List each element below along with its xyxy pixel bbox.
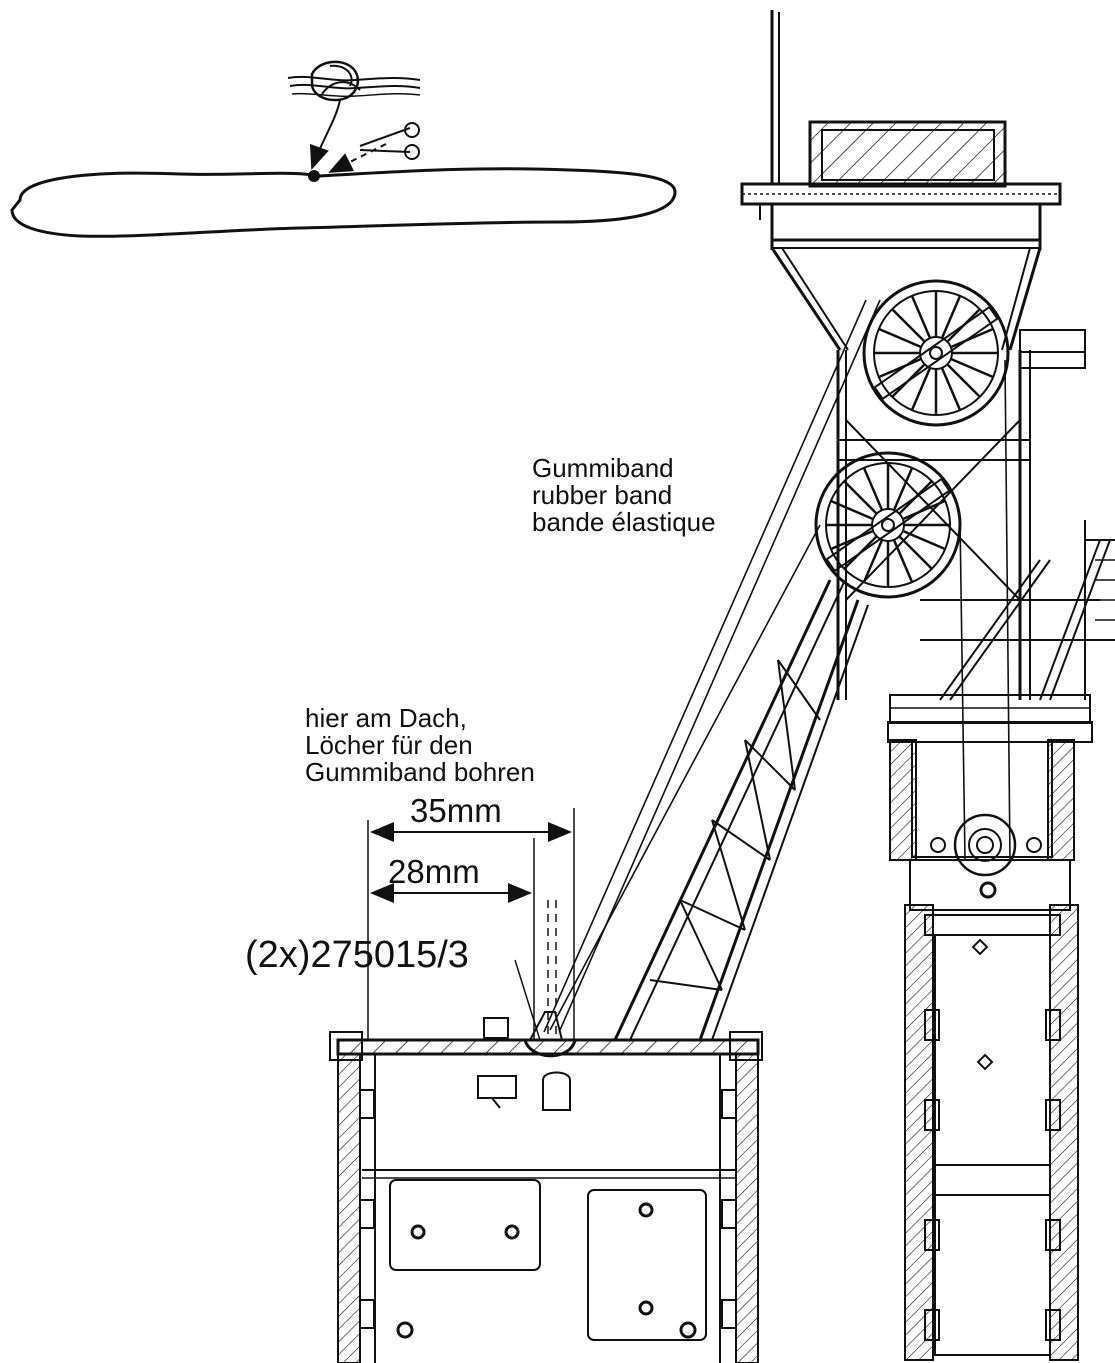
lower-building — [329, 808, 763, 1363]
shaft-building — [887, 694, 1093, 1361]
part-number-label: (2x)275015/3 — [245, 934, 469, 976]
knot-detail — [10, 60, 677, 238]
rubber-band-label-fr: bande élastique — [532, 507, 716, 537]
rubber-band-label-de: Gummiband — [532, 453, 674, 483]
drill-note-line-2: Löcher für den — [305, 730, 473, 760]
drill-note-line-3: Gummiband bohren — [305, 757, 535, 787]
dimension-35mm: 35mm — [410, 792, 502, 829]
rubber-band-label-en: rubber band — [532, 480, 673, 510]
drill-note-callout: hier am Dach, Löcher für den Gummiband b… — [305, 705, 535, 786]
rubber-band-callout: Gummiband rubber band bande élastique — [532, 455, 716, 536]
dimension-28mm: 28mm — [388, 853, 480, 890]
headframe-tower — [543, 10, 1115, 1041]
drill-note-line-1: hier am Dach, — [305, 703, 467, 733]
